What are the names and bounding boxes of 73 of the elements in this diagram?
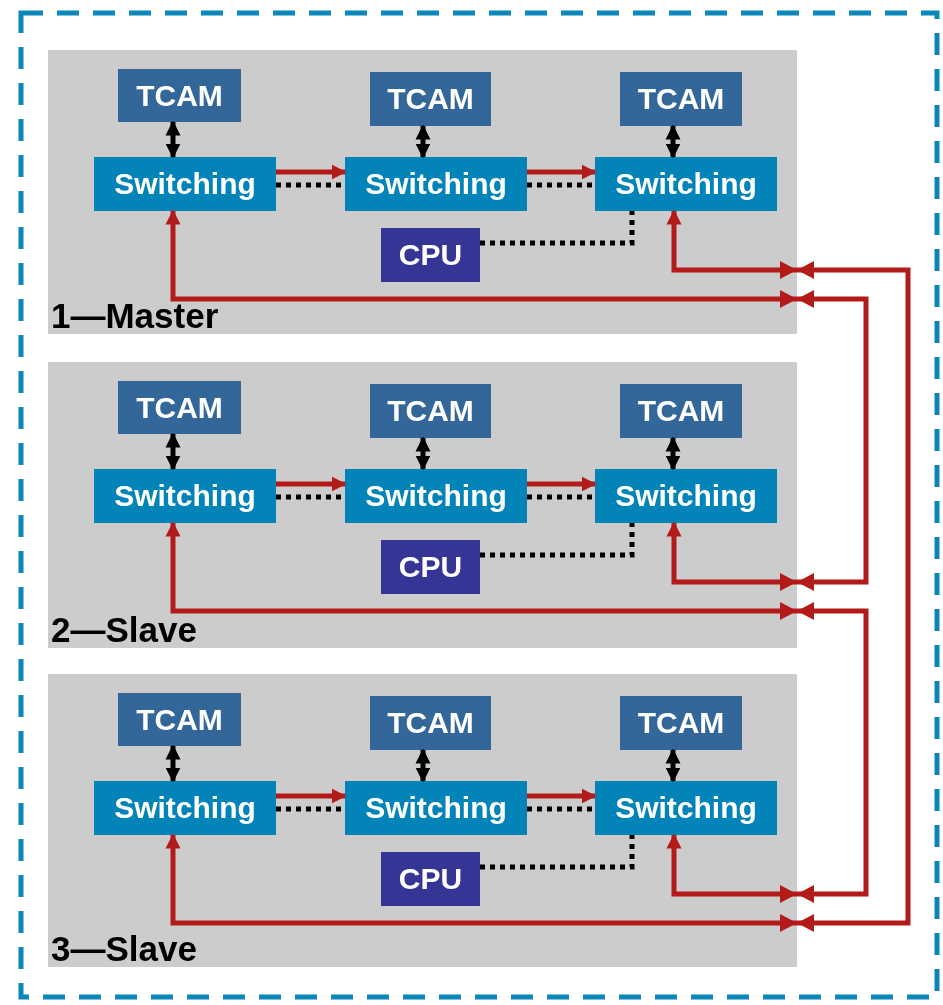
box-label: TCAM bbox=[387, 706, 474, 740]
arrow bbox=[276, 476, 347, 492]
arrow bbox=[165, 744, 181, 783]
dotted-connector bbox=[527, 806, 595, 812]
box-label: CPU bbox=[398, 550, 463, 584]
switch-panel bbox=[48, 50, 797, 334]
dotted-connector bbox=[527, 494, 595, 500]
box-label: TCAM bbox=[136, 78, 223, 113]
dotted-connector bbox=[480, 835, 635, 870]
box-label: TCAM bbox=[387, 82, 474, 116]
tcam-box bbox=[620, 696, 742, 750]
box-label: TCAM bbox=[387, 394, 474, 428]
switching-box bbox=[595, 157, 777, 211]
box-label: TCAM bbox=[136, 390, 223, 425]
arrow bbox=[165, 120, 181, 159]
tcam-box bbox=[118, 69, 241, 122]
arrow bbox=[527, 164, 597, 180]
arrow bbox=[415, 748, 431, 783]
box-label: Switching bbox=[615, 167, 757, 201]
box-label: Switching bbox=[114, 479, 256, 513]
switching-box bbox=[94, 781, 276, 835]
cpu-box bbox=[381, 540, 480, 594]
arrow bbox=[276, 164, 347, 180]
arrow bbox=[165, 209, 911, 926]
dashed-boundary bbox=[18, 10, 940, 1000]
cpu-box bbox=[381, 852, 480, 906]
arrow bbox=[165, 432, 181, 471]
switching-box bbox=[94, 157, 276, 211]
dotted-connector bbox=[480, 523, 635, 558]
arrow bbox=[665, 748, 681, 783]
arrow bbox=[665, 436, 681, 471]
arrow bbox=[415, 124, 431, 159]
cpu-box bbox=[381, 228, 480, 282]
box-label: CPU bbox=[398, 862, 463, 896]
box-label: Switching bbox=[365, 479, 507, 513]
box-label: Switching bbox=[114, 791, 256, 825]
arrow bbox=[165, 521, 869, 897]
box-label: Switching bbox=[114, 167, 256, 201]
switching-box bbox=[345, 157, 527, 211]
tcam-box bbox=[370, 384, 491, 438]
unit-label: 2—Slave bbox=[51, 610, 197, 650]
box-label: Switching bbox=[615, 791, 757, 825]
box-label: Switching bbox=[615, 479, 757, 513]
tcam-box bbox=[370, 696, 491, 750]
arrow bbox=[527, 476, 597, 492]
tcam-box bbox=[620, 384, 742, 438]
tcam-box bbox=[370, 72, 491, 126]
switching-box bbox=[595, 469, 777, 523]
switch-panel bbox=[48, 362, 797, 648]
switching-box bbox=[345, 781, 527, 835]
unit-label: 3—Slave bbox=[51, 929, 197, 969]
box-label: TCAM bbox=[637, 394, 725, 428]
switching-box bbox=[94, 469, 276, 523]
switching-box bbox=[345, 469, 527, 523]
box-label: TCAM bbox=[136, 702, 223, 737]
tcam-box bbox=[118, 693, 241, 746]
switching-box bbox=[595, 781, 777, 835]
arrow bbox=[665, 124, 681, 159]
box-label: TCAM bbox=[637, 706, 725, 740]
unit-label: 1—Master bbox=[51, 296, 219, 336]
tcam-box bbox=[118, 381, 241, 434]
switch-panel bbox=[48, 674, 797, 967]
dotted-connector bbox=[527, 182, 595, 188]
arrow bbox=[165, 209, 869, 585]
box-label: Switching bbox=[365, 167, 507, 201]
box-label: Switching bbox=[365, 791, 507, 825]
box-label: TCAM bbox=[637, 82, 725, 116]
arrow bbox=[415, 436, 431, 471]
arrow bbox=[276, 788, 347, 804]
arrow bbox=[527, 788, 597, 804]
dotted-connector bbox=[480, 211, 635, 246]
tcam-box bbox=[620, 72, 742, 126]
box-label: CPU bbox=[398, 238, 463, 272]
